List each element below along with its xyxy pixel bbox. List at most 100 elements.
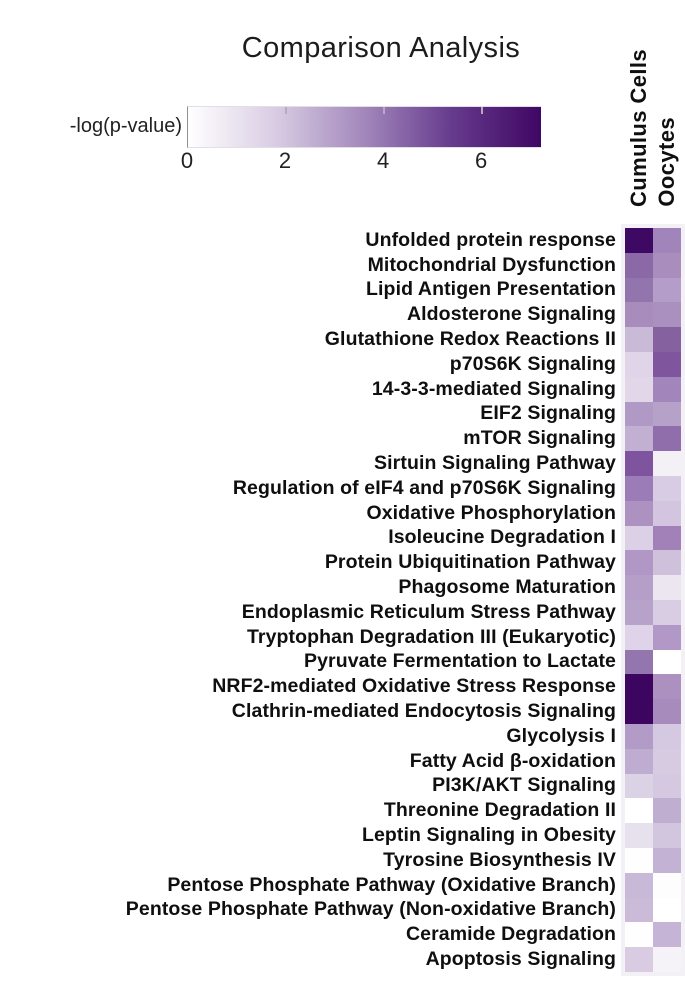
heatmap-cell [625,922,653,948]
pathway-label: Lipid Antigen Presentation [366,278,616,301]
pathway-label: Unfolded protein response [365,228,616,251]
heatmap-cell [625,748,653,774]
heatmap-cell [625,649,653,675]
colorbar-tick-notch [481,107,484,114]
heatmap-cell [625,897,653,923]
pathway-label: NRF2-mediated Oxidative Stress Response [212,675,616,698]
heatmap-cell [653,426,681,452]
heatmap-cell [653,550,681,576]
heatmap-cell [653,525,681,551]
heatmap-cell [653,748,681,774]
heatmap-cell [653,773,681,799]
heatmap-cell [653,674,681,700]
heatmap-cell [653,401,681,427]
pathway-label: Sirtuin Signaling Pathway [374,452,616,475]
heatmap-cell [653,649,681,675]
heatmap-cell [653,351,681,377]
pathway-label: Ceramide Degradation [405,923,616,946]
heatmap-cell [653,302,681,328]
heatmap-cell [625,525,653,551]
heatmap-cell [653,376,681,402]
pathway-label: Fatty Acid β-oxidation [409,749,616,772]
heatmap-cell [625,624,653,650]
pathway-label: Glutathione Redox Reactions II [324,328,616,351]
heatmap-cell [625,252,653,278]
pathway-label: Tryptophan Degradation III (Eukaryotic) [246,625,616,648]
pathway-label: Mitochondrial Dysfunction [367,253,616,276]
pathway-label: Endoplasmic Reticulum Stress Pathway [241,600,616,623]
colorbar-tick-label: 4 [376,148,390,173]
heatmap-cell [653,872,681,898]
heatmap-cell [653,451,681,476]
heatmap-grid [625,228,681,972]
pathway-label: mTOR Signaling [463,427,616,450]
heatmap-cell [625,228,653,253]
colorbar-tick-label: 6 [475,148,488,173]
pathway-label: Threonine Degradation II [383,799,616,822]
heatmap-cell [625,947,653,972]
heatmap-cell [625,327,653,352]
heatmap-cell [653,699,681,724]
heatmap-cell [625,872,653,898]
colorbar-gradient [187,106,541,148]
heatmap-cell [625,723,653,749]
heatmap-cell [653,897,681,923]
pathway-label: Protein Ubiquitination Pathway [324,551,616,574]
pathway-label: Pyruvate Fermentation to Lactate [303,650,616,673]
colorbar-label: -log(p-value) [69,115,182,137]
pathway-label: Aldosterone Signaling [406,303,616,326]
heatmap-cell [625,823,653,848]
heatmap-panel [621,224,685,976]
heatmap-cell [625,426,653,452]
heatmap-cell [653,575,681,600]
heatmap-cell [653,947,681,972]
heatmap-cell [625,302,653,328]
heatmap-cell [653,327,681,352]
pathway-label: Phagosome Maturation [398,576,616,599]
pathway-label: p70S6K Signaling [449,352,616,375]
heatmap-cell [625,847,653,873]
heatmap-cell [653,599,681,625]
heatmap-cell [653,624,681,650]
pathway-label: EIF2 Signaling [480,402,616,425]
pathway-label: Tyrosine Biosynthesis IV [383,848,616,871]
heatmap-cell [653,475,681,501]
heatmap-cell [653,277,681,303]
heatmap-cell [625,351,653,377]
heatmap-cell [625,500,653,526]
pathway-label: 14-3-3-mediated Signaling [371,377,616,400]
heatmap-cell [625,376,653,402]
heatmap-cell [653,922,681,948]
heatmap-cell [625,451,653,476]
heatmap-cell [625,277,653,303]
heatmap-cell [625,699,653,724]
pathway-label: Clathrin-mediated Endocytosis Signaling [231,700,616,723]
heatmap-cell [625,599,653,625]
heatmap-cell [625,575,653,600]
colorbar-tick-notch [383,107,386,114]
pathway-label: Isoleucine Degradation I [388,526,616,549]
heatmap-cell [625,773,653,799]
colorbar-tick-notch [285,107,288,114]
chart-title: Comparison Analysis [241,32,521,64]
pathway-label: Leptin Signaling in Obesity [361,824,616,847]
heatmap-cell [625,475,653,501]
heatmap-cell [653,228,681,253]
pathway-label: Regulation of eIF4 and p70S6K Signaling [232,476,616,499]
column-header-oocytes: Oocytes [654,117,679,207]
heatmap-cell [653,500,681,526]
colorbar-tick-label: 2 [278,148,292,173]
heatmap-cell [625,798,653,824]
pathway-label: Pentose Phosphate Pathway (Oxidative Bra… [167,873,616,896]
pathway-label: PI3K/AKT Signaling [432,774,616,797]
heatmap-cell [625,401,653,427]
heatmap-cell [653,847,681,873]
pathway-label: Apoptosis Signaling [425,948,616,970]
heatmap-cell [653,823,681,848]
colorbar-tick-label: 0 [180,148,194,173]
column-header-cumulus-cells: Cumulus Cells [626,48,651,207]
heatmap-cell [653,252,681,278]
heatmap-cell [625,674,653,700]
